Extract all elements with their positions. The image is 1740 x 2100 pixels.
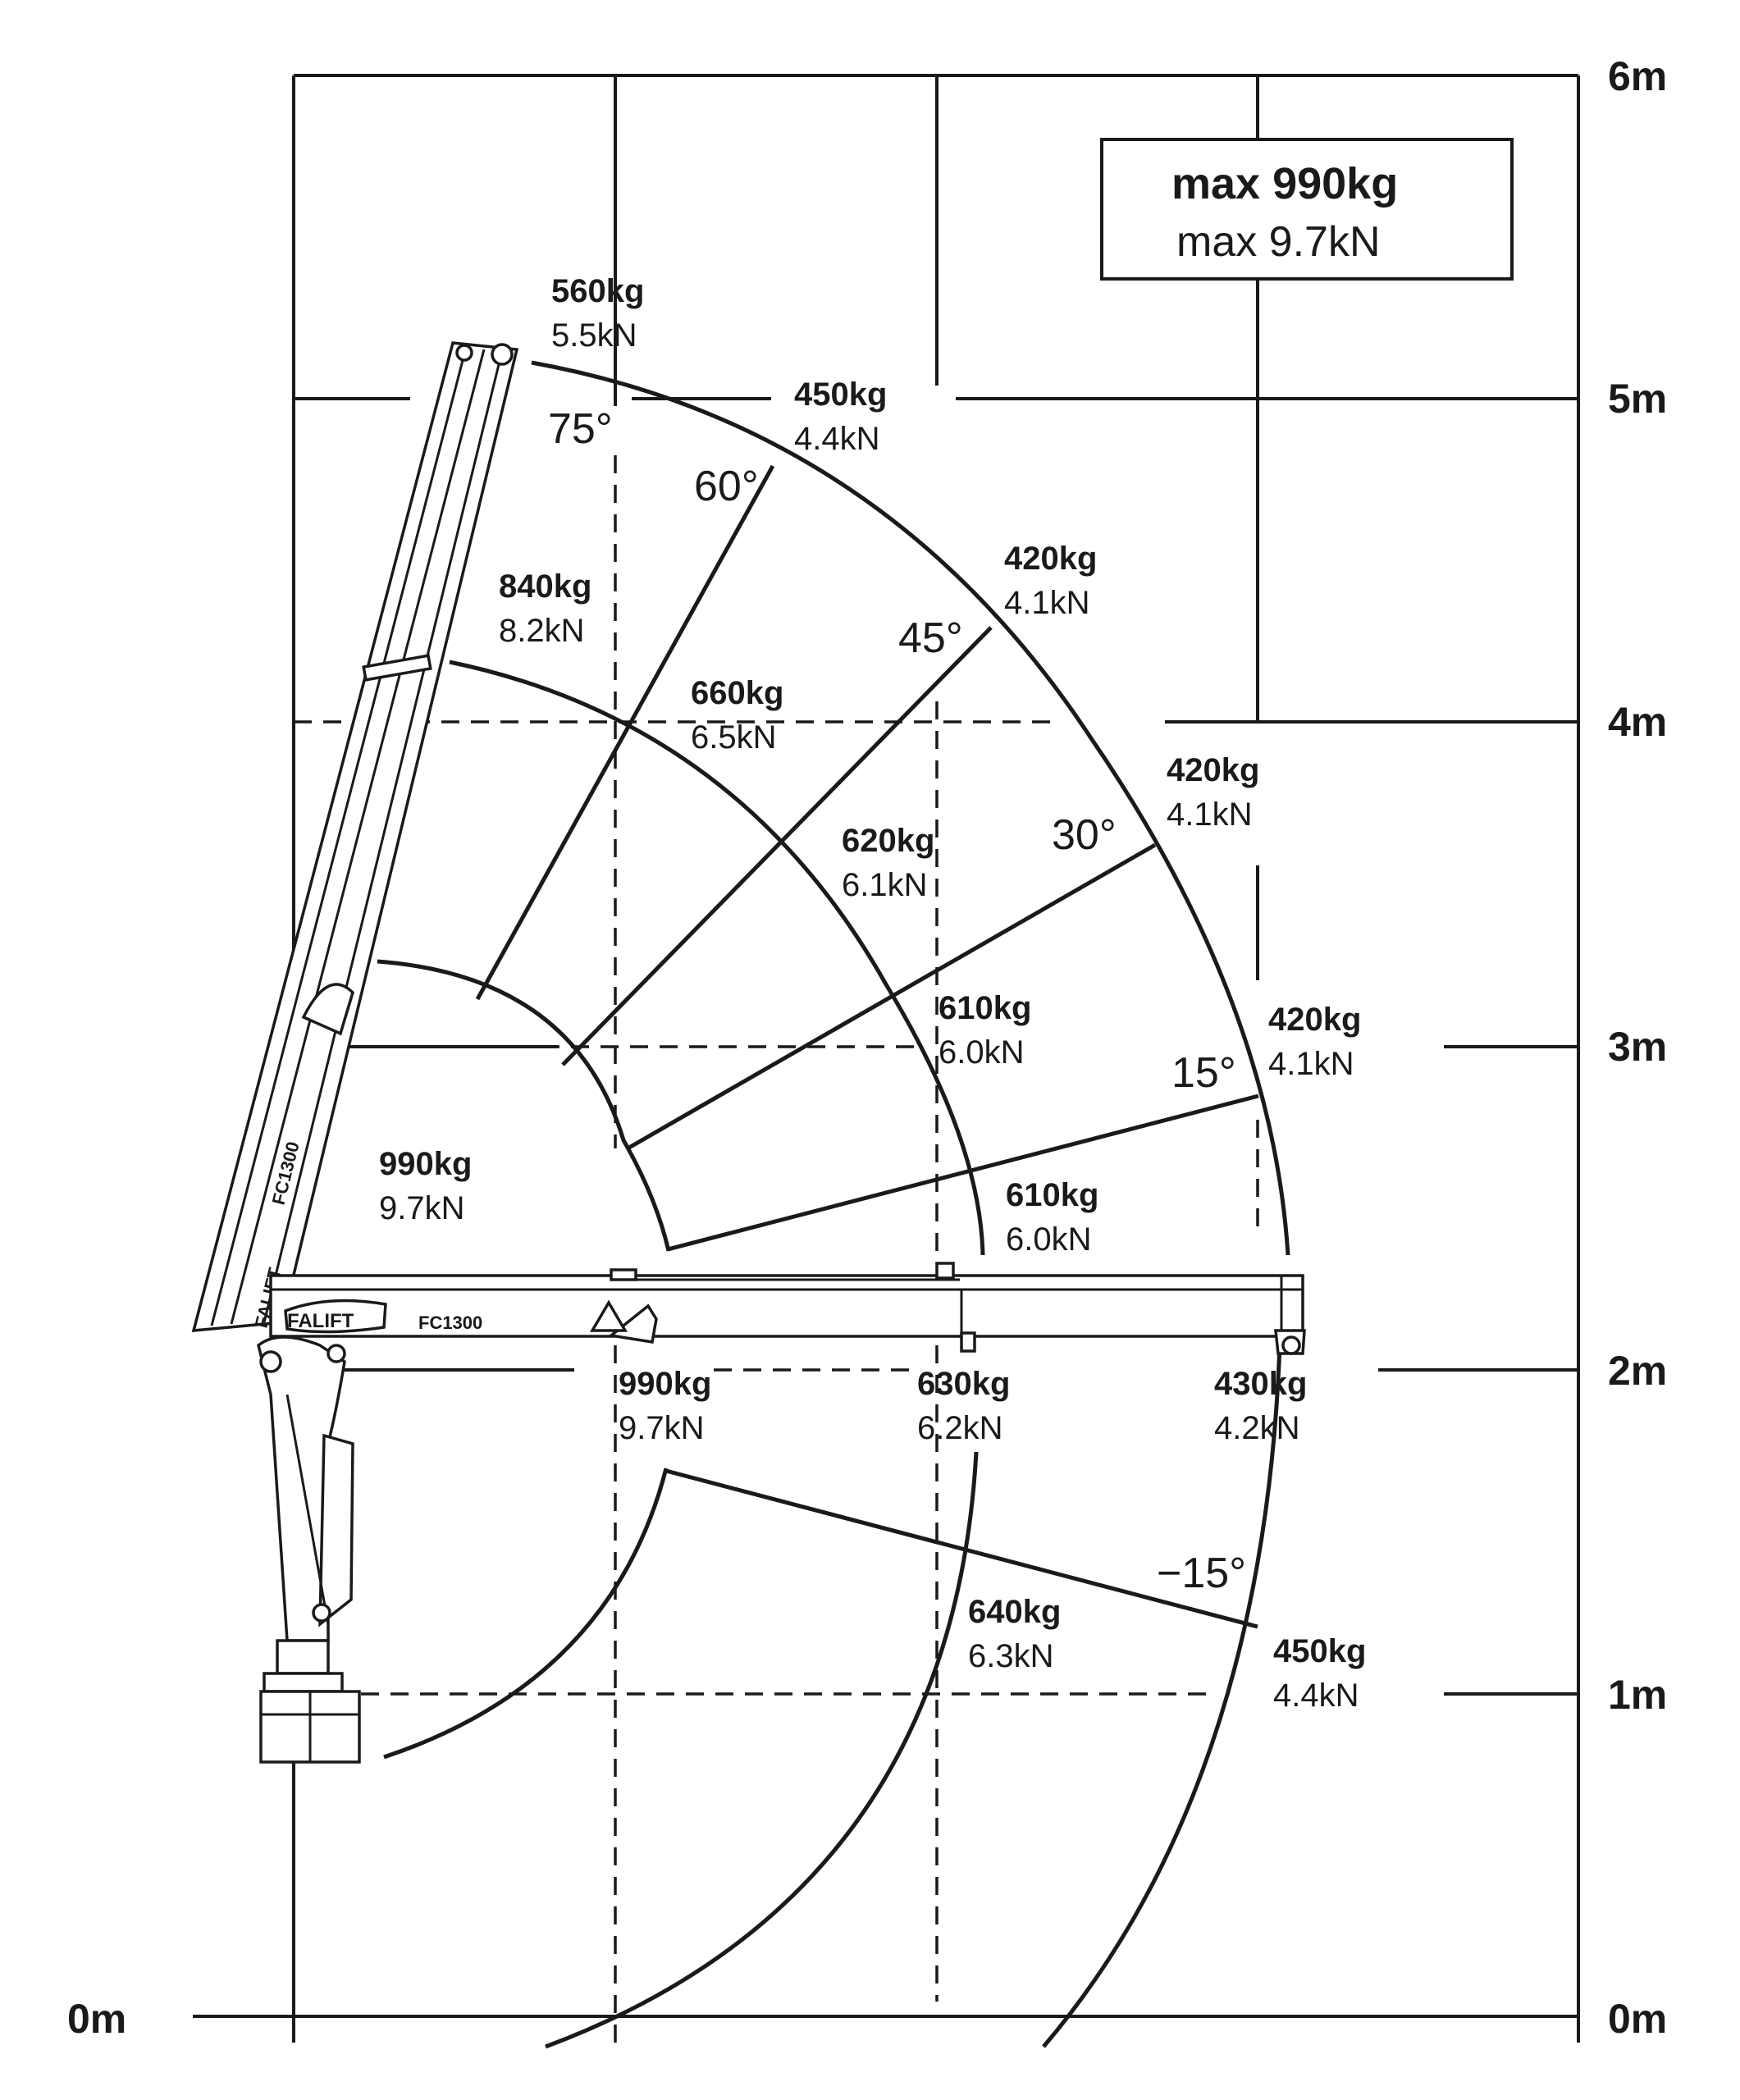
angle-label-45: 45° <box>898 614 963 662</box>
angle-label-30: 30° <box>1052 811 1117 859</box>
axis-label-6m: 6m <box>1608 53 1667 99</box>
angle-line-60 <box>475 464 775 1001</box>
load-kn: 6.0kN <box>1006 1221 1092 1258</box>
outer-reach-arc-lower <box>1042 1344 1282 2048</box>
axis-label-4m: 4m <box>1608 699 1667 745</box>
load-kn: 5.5kN <box>551 317 637 354</box>
load-kn: 8.2kN <box>499 613 585 649</box>
load-kg: 430kg <box>1214 1366 1307 1402</box>
angle-label-minus15: −15° <box>1157 1550 1246 1597</box>
inner-reach-arc-lower <box>383 1468 669 1760</box>
horizontal-boom-label: FC1300 <box>418 1312 482 1333</box>
max-load-kn: max 9.7kN <box>1176 218 1381 266</box>
axis-labels: 6m 5m 4m 3m 2m 1m 0m 0m <box>67 53 1667 2042</box>
load-kn: 6.2kN <box>917 1410 1003 1446</box>
axis-label-0m-right: 0m <box>1608 1996 1667 2042</box>
max-load-kg: max 990kg <box>1171 159 1398 208</box>
load-kn: 6.0kN <box>939 1034 1025 1071</box>
raised-boom: FC1300 FALIFT <box>191 341 519 1332</box>
angle-label-75: 75° <box>548 405 613 453</box>
load-kg: 420kg <box>1004 541 1097 577</box>
load-kn: 4.4kN <box>1273 1678 1359 1714</box>
load-kn: 9.7kN <box>619 1410 705 1446</box>
outer-reach-arc <box>531 360 1290 1256</box>
load-kg: 840kg <box>499 568 591 605</box>
load-labels: 560kg 5.5kN 450kg 4.4kN 420kg 4.1kN 420k… <box>379 273 1366 1714</box>
load-kg: 660kg <box>691 675 783 711</box>
middle-reach-arc-lower <box>545 1451 979 2049</box>
load-kn: 9.7kN <box>379 1190 465 1226</box>
angle-line-45 <box>561 626 993 1066</box>
load-kg: 450kg <box>1273 1633 1366 1669</box>
load-kn: 6.1kN <box>842 867 928 903</box>
load-kn: 4.1kN <box>1167 797 1253 833</box>
angle-label-60: 60° <box>694 463 759 510</box>
axis-label-5m: 5m <box>1608 376 1667 422</box>
load-kg: 420kg <box>1167 752 1259 788</box>
angle-line-minus15 <box>665 1468 1258 1629</box>
grid <box>193 74 1580 2043</box>
axis-label-0m-left: 0m <box>67 1996 126 2042</box>
load-kn: 4.2kN <box>1214 1410 1300 1446</box>
load-kn: 4.1kN <box>1004 585 1090 621</box>
load-kn: 4.1kN <box>1268 1046 1354 1082</box>
crane-illustration: FC1300 FALIFT FALIFT FC1300 <box>191 341 1306 1764</box>
angle-line-30 <box>626 842 1157 1151</box>
axis-label-2m: 2m <box>1608 1348 1667 1394</box>
axis-label-3m: 3m <box>1608 1024 1667 1070</box>
horizontal-boom: FALIFT FC1300 <box>269 1262 1306 1355</box>
load-kn: 4.4kN <box>794 421 880 457</box>
load-kg: 420kg <box>1268 1002 1361 1038</box>
middle-reach-arc <box>449 660 985 1256</box>
load-kg: 450kg <box>794 377 887 413</box>
load-kg: 610kg <box>939 990 1031 1026</box>
angle-labels: 75° 60° 45° 30° 15° −15° <box>548 405 1246 1597</box>
load-kn: 6.5kN <box>691 719 777 756</box>
angle-line-15 <box>667 1093 1259 1252</box>
load-kg: 610kg <box>1006 1177 1098 1213</box>
load-kg: 640kg <box>968 1594 1061 1630</box>
max-load-box: max 990kg max 9.7kN <box>1100 138 1514 281</box>
load-kg: 560kg <box>551 273 644 309</box>
crane-column <box>257 1335 361 1764</box>
load-kg: 990kg <box>379 1146 472 1182</box>
load-kg: 620kg <box>842 823 934 859</box>
load-kg: 990kg <box>619 1366 711 1402</box>
inner-reach-arc <box>377 959 671 1252</box>
horizontal-boom-brand: FALIFT <box>287 1310 354 1332</box>
angle-label-15: 15° <box>1171 1049 1236 1097</box>
reach-envelope <box>377 360 1290 2049</box>
load-kn: 6.3kN <box>968 1638 1054 1674</box>
load-kg: 630kg <box>917 1366 1010 1402</box>
axis-label-1m: 1m <box>1608 1672 1667 1718</box>
